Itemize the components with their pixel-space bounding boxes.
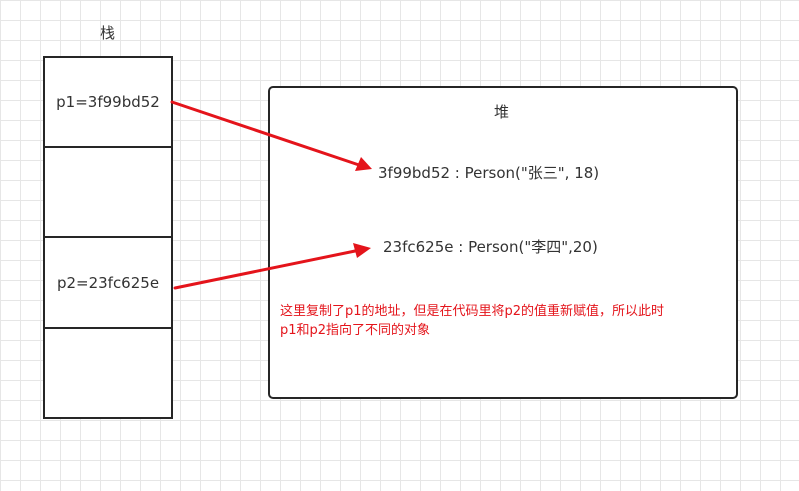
note-line-2: p1和p2指向了不同的对象 [280,323,431,338]
stack-cell-empty-2 [45,330,171,417]
stack-cell-p2: p2=23fc625e [45,239,171,329]
heap-object-zhangsan: 3f99bd52 : Person("张三", 18) [378,164,600,182]
heap-object-lisi: 23fc625e : Person("李四",20) [383,238,598,256]
stack-title: 栈 [100,24,116,42]
stack-box: p1=3f99bd52 p2=23fc625e [43,56,173,419]
stack-cell-p1: p1=3f99bd52 [45,58,171,148]
stack-cell-empty-1 [45,148,171,238]
note-line-1: 这里复制了p1的地址，但是在代码里将p2的值重新赋值，所以此时 [280,304,665,319]
heap-title: 堆 [494,103,510,121]
explanation-note: 这里复制了p1的地址，但是在代码里将p2的值重新赋值，所以此时 p1和p2指向了… [280,302,732,340]
